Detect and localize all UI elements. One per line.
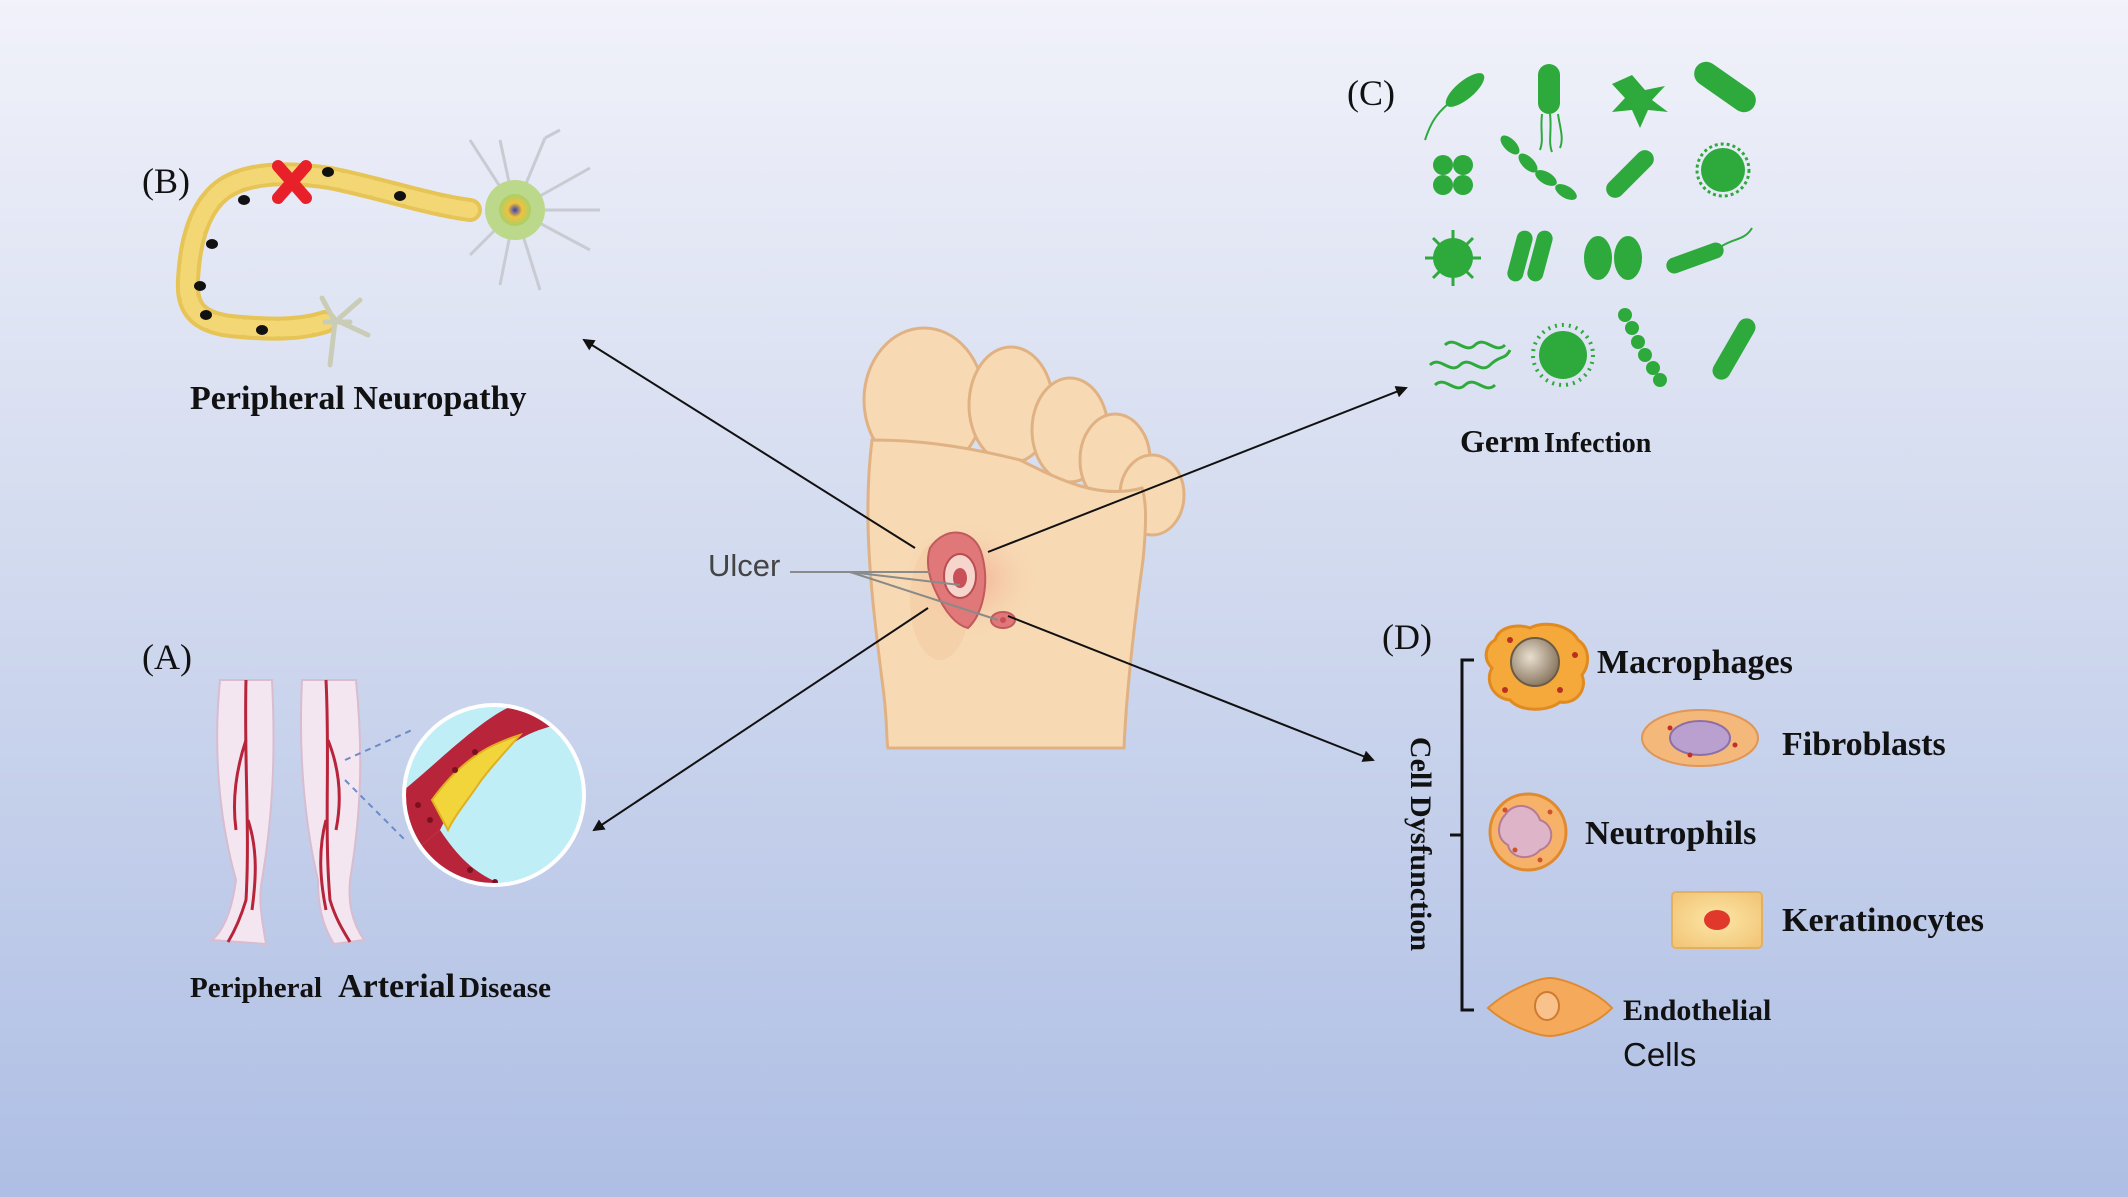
panel-c-tag: (C) xyxy=(1347,73,1395,113)
fibroblasts-label: Fibroblasts xyxy=(1782,726,1946,763)
neutrophils-label: Neutrophils xyxy=(1585,815,1757,852)
germ-rod-fringed xyxy=(1538,64,1563,153)
artery-cross-section xyxy=(402,703,586,887)
arrow-to-neuropathy xyxy=(582,338,916,549)
disease-word: Disease xyxy=(459,972,551,1004)
peripheral-neuropathy-title: Peripheral Neuropathy xyxy=(190,380,527,417)
germ-word: Germ xyxy=(1460,423,1540,459)
panel-a-tag: (A) xyxy=(142,637,192,677)
left-leg xyxy=(209,679,275,946)
peripheral-arterial-disease-title: Peripheral Arterial Disease xyxy=(190,968,551,1006)
germ-vibrio xyxy=(1606,150,1654,198)
germ-diplobacillus xyxy=(1507,230,1553,282)
neuron-illustration xyxy=(175,128,600,368)
zoom-lines xyxy=(344,729,413,841)
ulcer-label: Ulcer xyxy=(708,548,781,583)
germ-virus xyxy=(1425,230,1481,286)
germ-tetrad xyxy=(1433,155,1473,195)
arterial-word: Arterial xyxy=(338,968,456,1005)
cell-dysfunction-text: Cell Dysfunction xyxy=(1404,736,1437,952)
germ-amoeba xyxy=(1612,75,1668,128)
germ-coronavirus xyxy=(1531,323,1595,387)
germ-infection-title: Germ Infection xyxy=(1460,423,1651,460)
germ-streptobacillus xyxy=(1500,135,1577,200)
infection-word: Infection xyxy=(1543,428,1652,459)
fibroblast-cell-icon xyxy=(1641,709,1759,767)
legs-illustration xyxy=(209,679,586,946)
macrophage-cell-icon xyxy=(1484,622,1589,711)
germ-streptococcus xyxy=(1618,308,1667,387)
cells-label: Cells xyxy=(1623,1036,1697,1073)
panel-d-tag: (D) xyxy=(1382,617,1432,657)
neutrophil-cell-icon xyxy=(1488,792,1568,872)
endothelial-label: Endothelial xyxy=(1623,994,1772,1027)
ulcer-wound xyxy=(926,531,1016,630)
axon-terminal xyxy=(319,295,371,368)
macrophages-label: Macrophages xyxy=(1597,644,1793,681)
germ-long-rod xyxy=(1712,318,1756,380)
neuron-nucleus xyxy=(499,194,531,226)
germ-coccus-spiky xyxy=(1695,142,1751,198)
germ-bacillus-flagellate xyxy=(1424,73,1485,141)
nerve-damage-x-icon xyxy=(272,160,312,204)
germ-capsule-rod xyxy=(1694,61,1756,113)
leg-arteries xyxy=(226,679,352,943)
peripheral-word: Peripheral xyxy=(190,972,323,1004)
endothelial-cell-icon xyxy=(1486,976,1614,1038)
germ-diplococcus xyxy=(1584,236,1642,280)
right-leg xyxy=(299,679,366,946)
foot-illustration xyxy=(862,326,1186,750)
arrow-to-infection xyxy=(987,386,1408,553)
keratinocytes-label: Keratinocytes xyxy=(1782,902,1985,939)
panel-b-tag: (B) xyxy=(142,161,190,201)
arrow-to-cell-dysfunction xyxy=(1007,615,1375,762)
ulcer-pointer-lines xyxy=(790,571,999,621)
keratinocyte-cell-icon xyxy=(1671,891,1763,949)
cell-dysfunction-bracket xyxy=(1450,658,1474,1012)
nodes-of-ranvier xyxy=(194,167,406,335)
germ-spirochete xyxy=(1428,340,1512,390)
germs-illustration xyxy=(1424,61,1756,390)
germ-flagellated-rod xyxy=(1666,227,1753,274)
arrow-to-arterial-disease xyxy=(592,607,929,832)
arrows xyxy=(582,338,1408,832)
